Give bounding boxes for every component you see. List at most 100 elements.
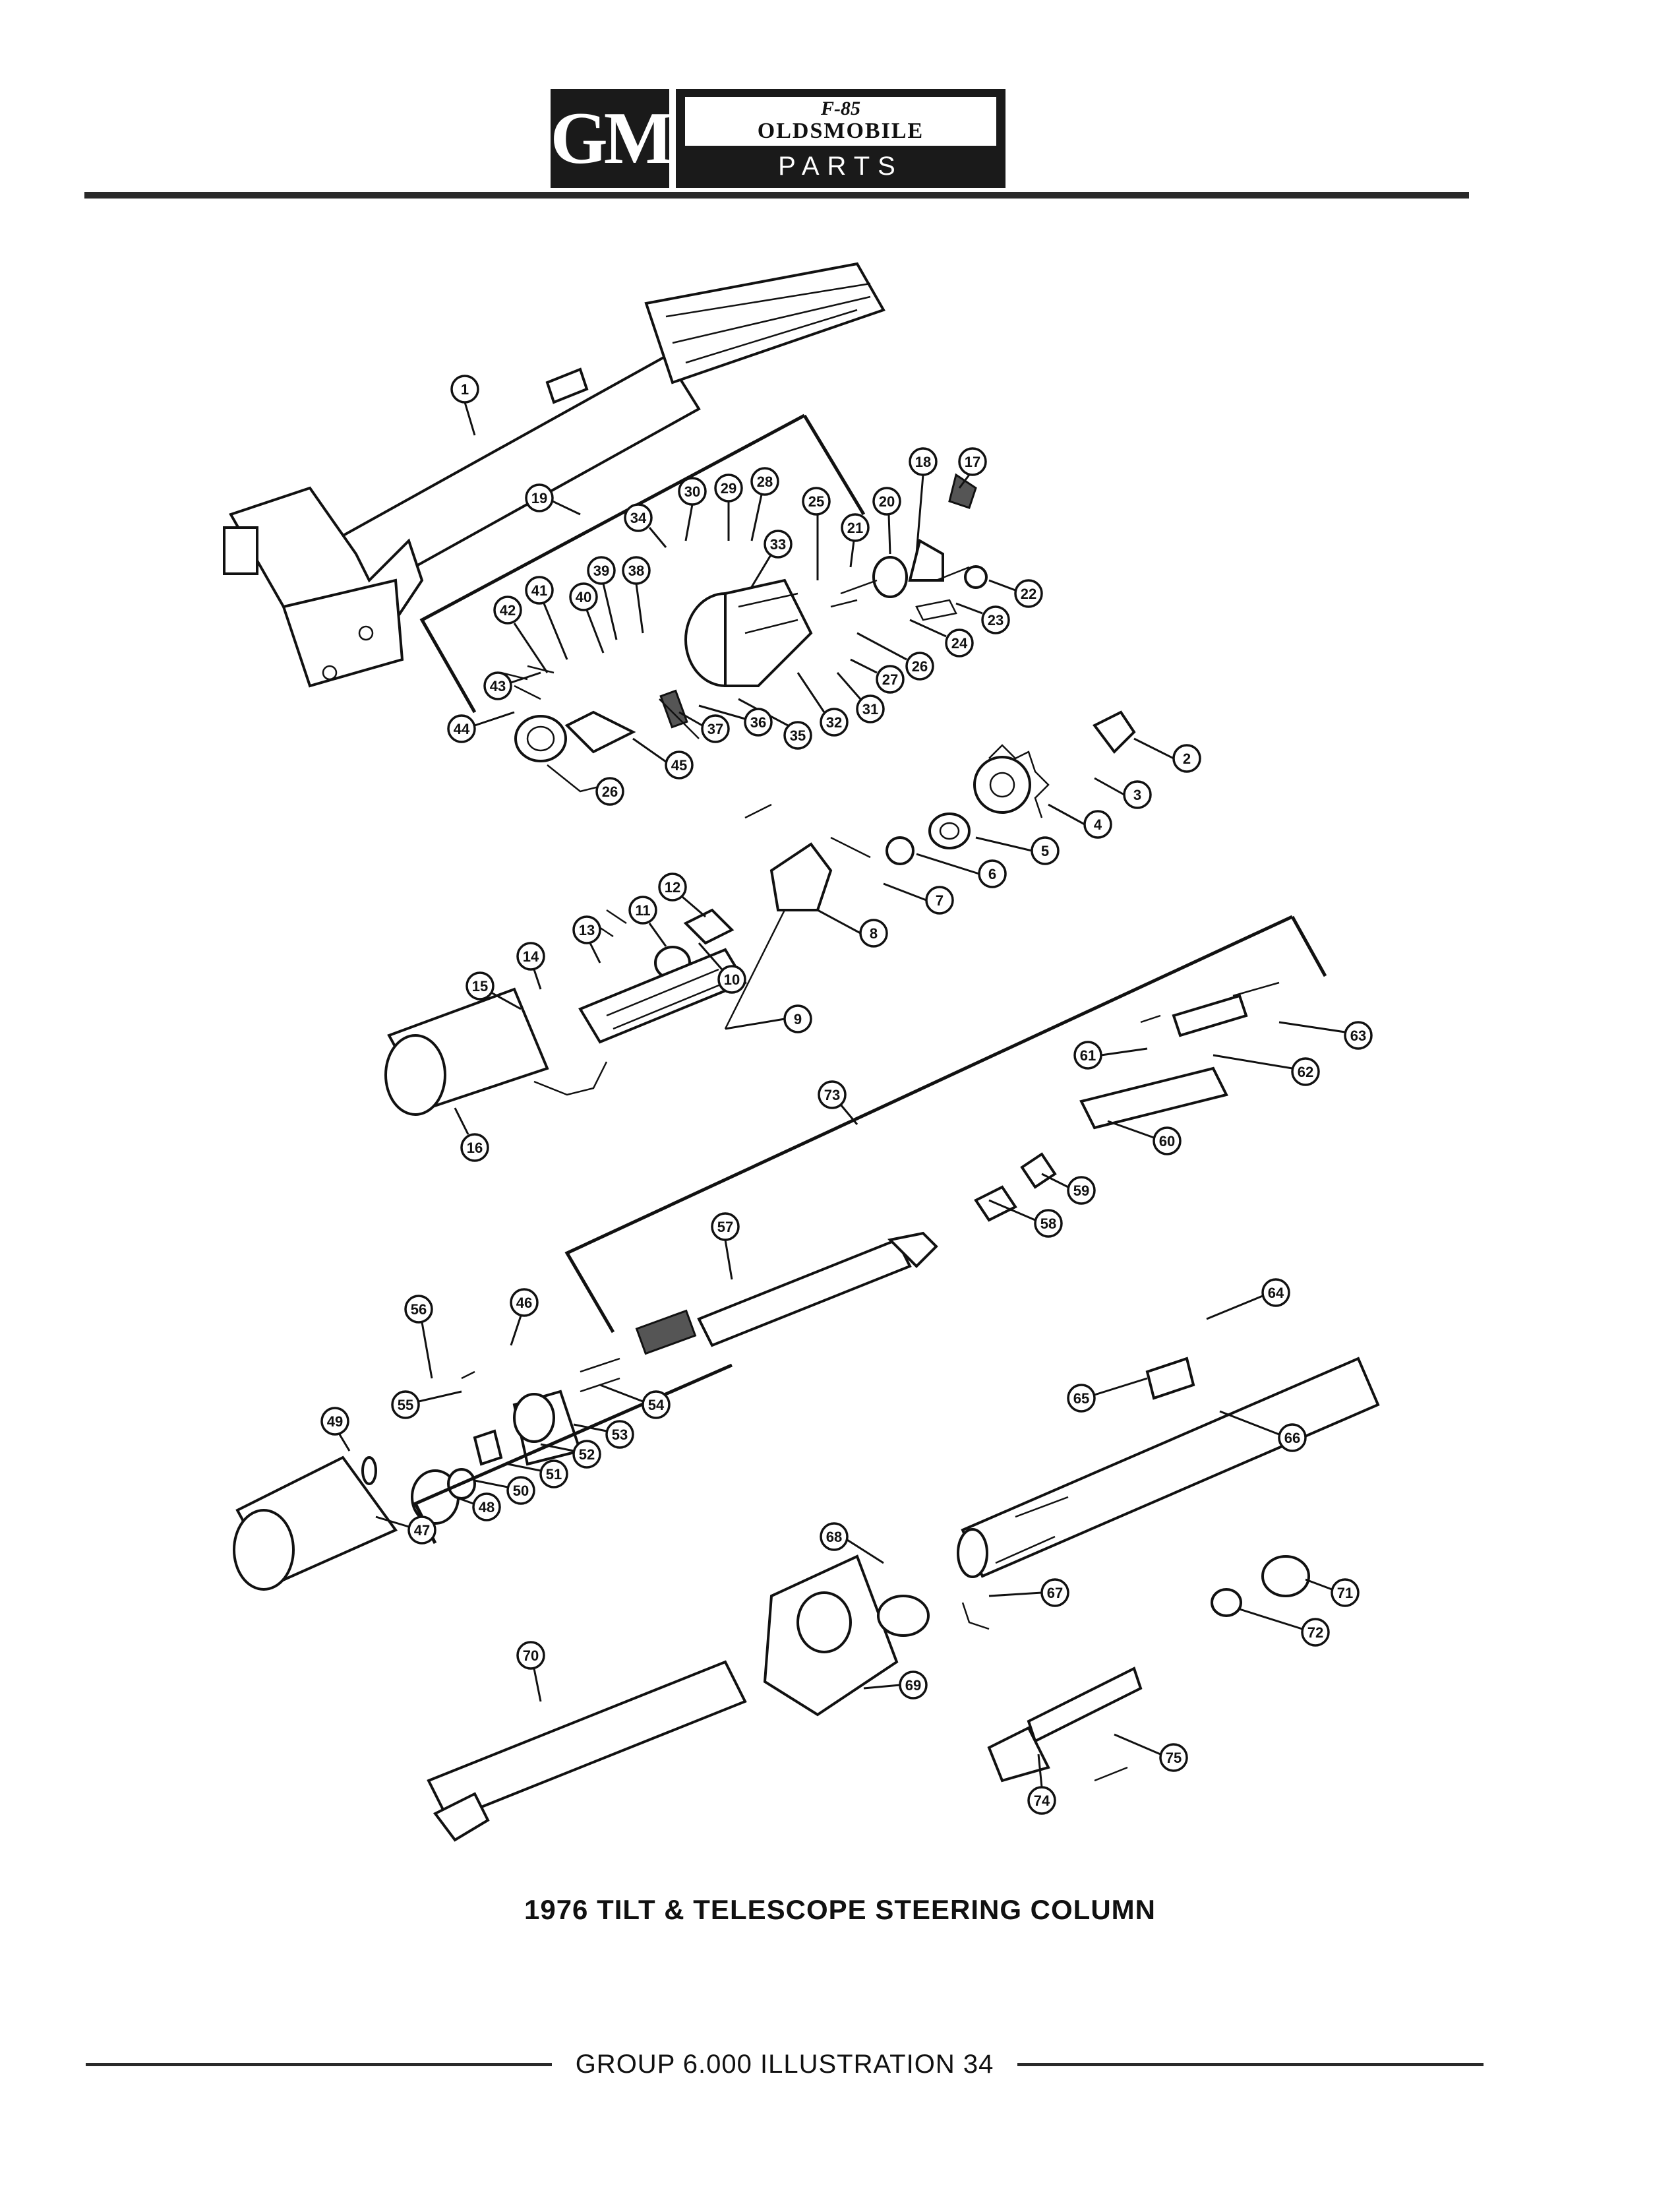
svg-text:60: 60 xyxy=(1159,1133,1175,1149)
callout-27: 27 xyxy=(850,658,905,694)
svg-text:38: 38 xyxy=(628,563,644,579)
callout-69: 69 xyxy=(863,1670,928,1700)
svg-text:31: 31 xyxy=(862,701,878,718)
part-turn-signal-cluster xyxy=(384,710,1136,1116)
svg-text:45: 45 xyxy=(671,757,687,774)
gm-logo-box: GM xyxy=(550,89,674,188)
callout-2: 2 xyxy=(1133,737,1201,773)
svg-text:63: 63 xyxy=(1350,1027,1366,1044)
callout-36: 36 xyxy=(698,704,773,737)
callout-73: 73 xyxy=(818,1080,858,1125)
callout-9: 9 xyxy=(725,1004,812,1033)
callout-66: 66 xyxy=(1219,1410,1307,1452)
exploded-parts-diagram: 1 2 3 4 5 6 7 8 9 10 11 12 13 14 15 16 1… xyxy=(223,262,1380,1842)
brand-subtitle: PARTS CATALOGUE xyxy=(725,152,956,214)
svg-text:47: 47 xyxy=(414,1522,430,1539)
svg-text:19: 19 xyxy=(531,490,547,506)
callout-20: 20 xyxy=(872,487,901,555)
svg-text:55: 55 xyxy=(398,1397,413,1413)
callout-54: 54 xyxy=(599,1384,671,1419)
gm-logo-text: GM xyxy=(550,98,674,179)
svg-text:6: 6 xyxy=(988,866,996,882)
callout-41: 41 xyxy=(525,576,568,660)
callout-38: 38 xyxy=(622,556,651,634)
svg-text:40: 40 xyxy=(576,589,591,605)
callout-11: 11 xyxy=(628,896,667,947)
callout-57: 57 xyxy=(711,1212,740,1280)
svg-text:2: 2 xyxy=(1183,751,1191,767)
callout-47: 47 xyxy=(375,1516,436,1545)
svg-text:32: 32 xyxy=(826,714,842,731)
svg-text:52: 52 xyxy=(579,1446,595,1463)
footer-text: GROUP 6.000 ILLUSTRATION 34 xyxy=(575,2049,994,2079)
svg-text:73: 73 xyxy=(824,1087,840,1103)
svg-text:58: 58 xyxy=(1040,1215,1056,1232)
callout-10: 10 xyxy=(698,942,746,994)
svg-text:4: 4 xyxy=(1094,816,1102,833)
part-drawings xyxy=(223,262,1380,1842)
svg-text:42: 42 xyxy=(500,602,516,619)
callout-12: 12 xyxy=(658,873,706,918)
svg-text:50: 50 xyxy=(513,1483,529,1499)
svg-text:67: 67 xyxy=(1047,1585,1063,1601)
svg-text:34: 34 xyxy=(630,510,647,526)
svg-text:16: 16 xyxy=(467,1140,483,1156)
svg-text:26: 26 xyxy=(602,783,618,800)
svg-text:56: 56 xyxy=(411,1301,427,1318)
brand-name: OLDSMOBILE xyxy=(757,119,924,144)
svg-text:21: 21 xyxy=(847,520,863,536)
footer: GROUP 6.000 ILLUSTRATION 34 xyxy=(86,2044,1484,2084)
callout-70: 70 xyxy=(516,1641,545,1702)
callout-4: 4 xyxy=(1048,803,1112,839)
svg-text:59: 59 xyxy=(1073,1182,1089,1199)
callout-40: 40 xyxy=(569,582,605,654)
svg-text:26: 26 xyxy=(912,658,928,675)
svg-text:43: 43 xyxy=(490,678,506,694)
svg-text:7: 7 xyxy=(936,892,944,909)
callout-74: 74 xyxy=(1027,1754,1056,1815)
callout-55: 55 xyxy=(391,1390,462,1419)
svg-text:5: 5 xyxy=(1041,843,1049,859)
callout-15: 15 xyxy=(465,971,522,1010)
svg-text:24: 24 xyxy=(951,635,968,652)
callout-31: 31 xyxy=(836,672,885,723)
svg-text:11: 11 xyxy=(635,902,650,919)
svg-text:49: 49 xyxy=(327,1413,343,1430)
svg-text:35: 35 xyxy=(790,727,806,744)
svg-text:1: 1 xyxy=(461,381,469,398)
svg-text:41: 41 xyxy=(531,582,547,599)
svg-text:39: 39 xyxy=(593,563,609,579)
callout-22: 22 xyxy=(988,579,1043,608)
callout-48: 48 xyxy=(454,1492,501,1521)
callout-14: 14 xyxy=(516,942,545,990)
callout-63: 63 xyxy=(1278,1021,1373,1050)
callout-29: 29 xyxy=(714,474,743,541)
part-lock-cylinder-housing xyxy=(500,473,988,793)
svg-text:14: 14 xyxy=(523,948,539,965)
svg-text:12: 12 xyxy=(665,879,680,896)
callout-23: 23 xyxy=(955,602,1010,634)
callout-32: 32 xyxy=(796,672,849,737)
callout-75: 75 xyxy=(1114,1733,1188,1772)
svg-text:33: 33 xyxy=(770,536,786,553)
callout-25: 25 xyxy=(802,487,831,580)
callout-51: 51 xyxy=(507,1459,568,1488)
callout-39: 39 xyxy=(587,556,618,640)
callout-50: 50 xyxy=(474,1476,535,1505)
svg-text:15: 15 xyxy=(472,978,488,995)
callout-68: 68 xyxy=(820,1522,884,1564)
svg-text:22: 22 xyxy=(1021,586,1036,602)
svg-text:10: 10 xyxy=(724,971,740,988)
footer-rule-right xyxy=(1017,2062,1484,2066)
brand-box: F-85 OLDSMOBILE PARTS CATALOGUE xyxy=(676,89,1005,214)
svg-text:75: 75 xyxy=(1166,1750,1182,1766)
callout-71: 71 xyxy=(1305,1578,1360,1607)
callout-18: 18 xyxy=(909,447,938,555)
svg-text:54: 54 xyxy=(648,1397,665,1413)
callout-43: 43 xyxy=(483,671,541,700)
svg-text:37: 37 xyxy=(707,721,723,737)
callout-35: 35 xyxy=(738,698,812,750)
svg-text:20: 20 xyxy=(879,493,895,510)
callout-13: 13 xyxy=(572,915,601,964)
callout-21: 21 xyxy=(841,513,870,568)
